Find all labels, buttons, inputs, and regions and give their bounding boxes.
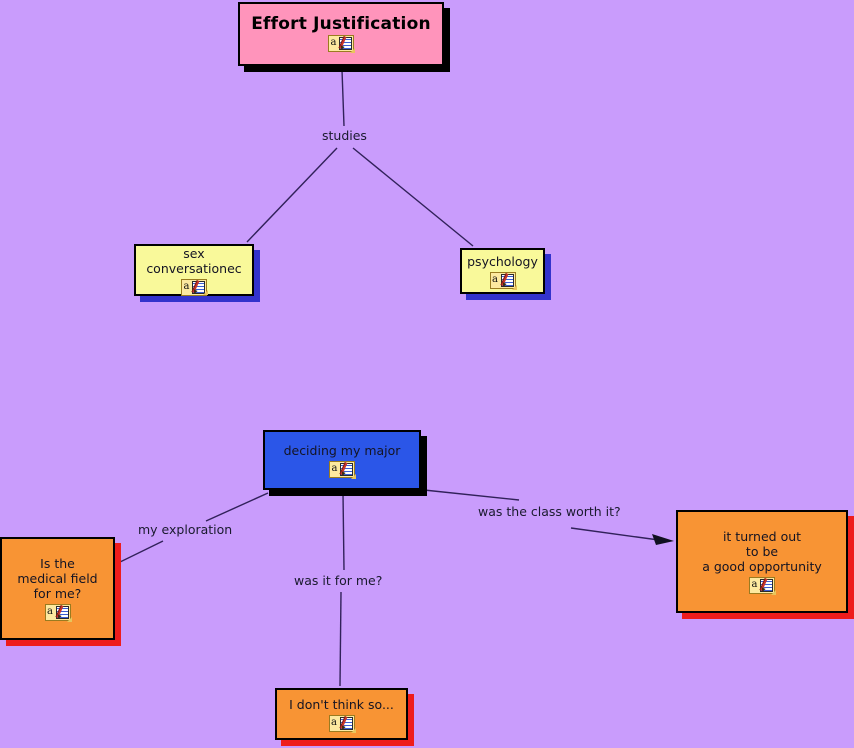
node-good-opportunity[interactable]: it turned out to be a good opportunity a [676, 510, 848, 613]
node-label: sex conversationec [146, 246, 242, 276]
note-annotation-icon[interactable]: a [489, 271, 517, 290]
note-annotation-icon[interactable]: a [181, 279, 208, 296]
node-psychology[interactable]: psychology a [460, 248, 545, 294]
note-annotation-icon[interactable]: a [328, 714, 356, 733]
note-annotation-icon[interactable]: a [44, 604, 72, 622]
note-annotation-icon[interactable]: a [749, 577, 776, 595]
link-line-title-to-studies [341, 69, 345, 127]
link-line-studies-to-sex [246, 147, 338, 243]
node-label: deciding my major [283, 442, 401, 458]
node-medical-field[interactable]: Is the medical field for me? a [0, 537, 115, 640]
link-line-major-to-wasitforme [342, 492, 345, 571]
node-label: Is the medical field for me? [17, 556, 98, 601]
node-sex-conversationec[interactable]: sex conversationec a [134, 244, 254, 296]
link-line-studies-to-psychology [352, 147, 474, 247]
note-annotation-icon[interactable]: a [328, 34, 355, 53]
arrowhead-icon [652, 534, 674, 545]
link-line-major-to-exploration [205, 492, 269, 522]
node-effort-justification[interactable]: Effort Justification a [238, 2, 444, 66]
node-label: I don't think so... [289, 696, 394, 712]
node-label: psychology [467, 253, 538, 269]
link-label-studies[interactable]: studies [322, 128, 367, 143]
link-line-major-to-worth [423, 489, 520, 501]
node-i-dont-think-so[interactable]: I don't think so... a [275, 688, 408, 740]
link-line-wasitforme-to-dontthink [339, 591, 342, 687]
node-label: it turned out to be a good opportunity [702, 529, 822, 574]
node-label: Effort Justification [251, 13, 431, 34]
link-label-my-exploration[interactable]: my exploration [138, 522, 233, 537]
link-label-was-it-for-me[interactable]: was it for me? [294, 573, 383, 588]
note-annotation-icon[interactable]: a [329, 460, 356, 479]
link-label-was-the-class-worth-it[interactable]: was the class worth it? [478, 504, 621, 519]
node-deciding-my-major[interactable]: deciding my major a [263, 430, 421, 490]
link-line-exploration-to-medical [117, 540, 164, 564]
link-line-worth-to-opportunity [570, 527, 667, 542]
